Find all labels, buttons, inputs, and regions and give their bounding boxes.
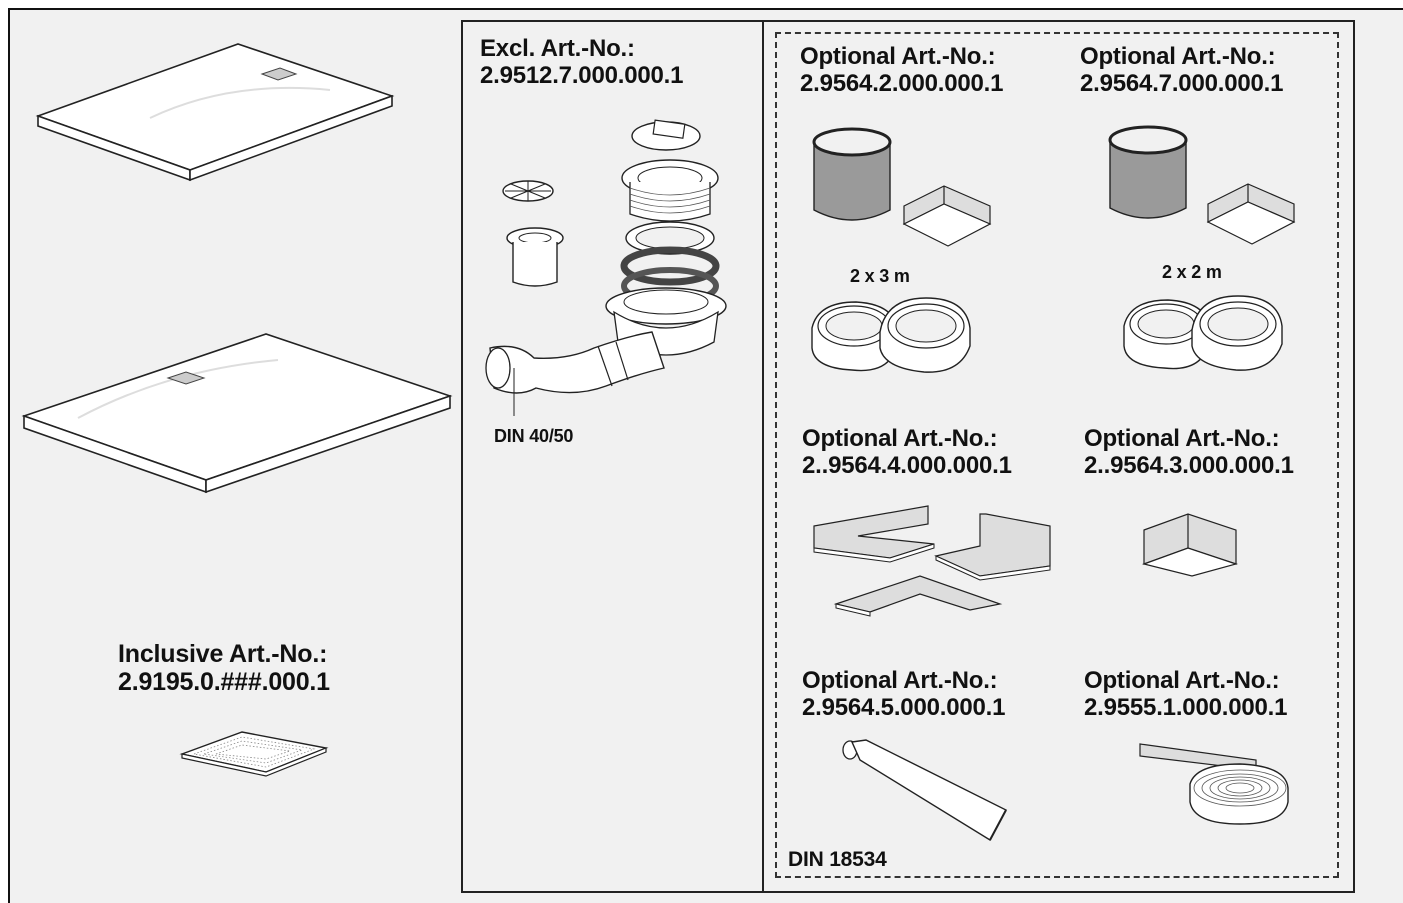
sealant-tube-illustration	[840, 736, 1020, 846]
optional-item-5-title: Optional Art.-No.:	[802, 667, 998, 694]
sealing-sleeve-3m-illustration	[808, 124, 998, 254]
drain-assembly-illustration	[478, 116, 758, 416]
optional-item-2-number: 2.9564.7.000.000.1	[1080, 69, 1284, 97]
inclusive-number: 2.9195.0.###.000.1	[118, 668, 330, 696]
optional-item-1-number: 2.9564.2.000.000.1	[800, 69, 1004, 97]
corner-pieces-set-illustration	[810, 500, 1060, 630]
optional-item-5-number: 2.9564.5.000.000.1	[802, 693, 1006, 721]
optional-item-1-title: Optional Art.-No.:	[800, 43, 996, 70]
din-18534-frame	[775, 32, 1339, 878]
excl-label: Excl. Art.-No.: 2.9512.7.000.000.1	[480, 35, 684, 90]
excl-number: 2.9512.7.000.000.1	[480, 61, 684, 89]
sealing-tape-rolls-3m-illustration	[808, 288, 988, 378]
sealing-sleeve-2m-illustration	[1104, 122, 1304, 252]
excl-title: Excl. Art.-No.:	[480, 35, 635, 62]
pipe-size-label: DIN 40/50	[494, 426, 574, 446]
optional-item-6-label: Optional Art.-No.: 2.9555.1.000.000.1	[1084, 667, 1288, 722]
optional-item-3-title: Optional Art.-No.:	[802, 425, 998, 452]
optional-item-1-label: Optional Art.-No.: 2.9564.2.000.000.1	[800, 43, 1004, 98]
shower-tray-large-illustration	[18, 330, 458, 500]
sealing-tape-rolls-2m-illustration	[1120, 286, 1300, 376]
inclusive-label: Inclusive Art.-No.: 2.9195.0.###.000.1	[118, 640, 330, 696]
optional-item-6-title: Optional Art.-No.:	[1084, 667, 1280, 694]
shower-tray-small-illustration	[30, 40, 400, 180]
din-18534-label: DIN 18534	[788, 848, 887, 871]
optional-item-4-title: Optional Art.-No.:	[1084, 425, 1280, 452]
optional-item-3-number: 2..9564.4.000.000.1	[802, 451, 1012, 479]
optional-item-5-label: Optional Art.-No.: 2.9564.5.000.000.1	[802, 667, 1006, 722]
optional-item-3-label: Optional Art.-No.: 2..9564.4.000.000.1	[802, 425, 1012, 480]
inclusive-title: Inclusive Art.-No.:	[118, 640, 328, 668]
optional-item-2-label: Optional Art.-No.: 2.9564.7.000.000.1	[1080, 43, 1284, 98]
drain-grate-illustration	[176, 726, 336, 778]
optional-item-6-number: 2.9555.1.000.000.1	[1084, 693, 1288, 721]
optional-item-4-label: Optional Art.-No.: 2..9564.3.000.000.1	[1084, 425, 1294, 480]
tape-length-label-2: 2 x 2 m	[1162, 262, 1222, 282]
optional-item-4-number: 2..9564.3.000.000.1	[1084, 451, 1294, 479]
optional-item-2-title: Optional Art.-No.:	[1080, 43, 1276, 70]
sealing-tape-roll-illustration	[1136, 740, 1296, 830]
inner-corner-illustration	[1140, 510, 1250, 580]
tape-length-label-1: 2 x 3 m	[850, 266, 910, 286]
